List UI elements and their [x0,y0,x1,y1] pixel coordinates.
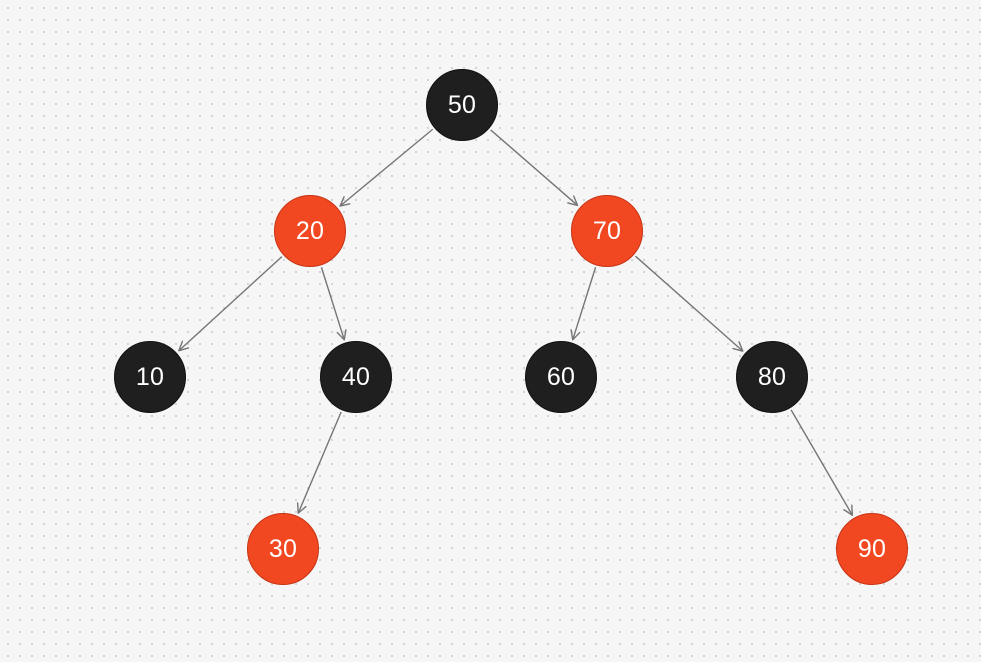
tree-node-90[interactable]: 90 [836,513,908,585]
edge-70-80 [634,255,744,352]
edge-20-10 [178,256,283,352]
tree-node-50[interactable]: 50 [426,69,498,141]
node-label: 60 [546,362,576,391]
tree-node-80[interactable]: 80 [736,341,808,413]
node-label: 70 [592,216,622,245]
node-label: 20 [295,216,325,245]
node-label: 30 [268,534,298,563]
tree-node-10[interactable]: 10 [114,341,186,413]
tree-node-30[interactable]: 30 [247,513,319,585]
node-label: 50 [447,90,477,119]
edge-20-40 [320,267,347,341]
edge-50-70 [490,129,579,207]
node-label: 40 [341,362,371,391]
tree-node-60[interactable]: 60 [525,341,597,413]
tree-node-40[interactable]: 40 [320,341,392,413]
tree-node-20[interactable]: 20 [274,195,346,267]
edge-70-60 [570,267,597,341]
edge-50-20 [339,128,434,207]
edge-40-30 [296,411,342,514]
node-label: 90 [857,534,887,563]
tree-node-70[interactable]: 70 [571,195,643,267]
edge-80-90 [790,409,854,516]
node-label: 10 [135,362,165,391]
node-label: 80 [757,362,787,391]
